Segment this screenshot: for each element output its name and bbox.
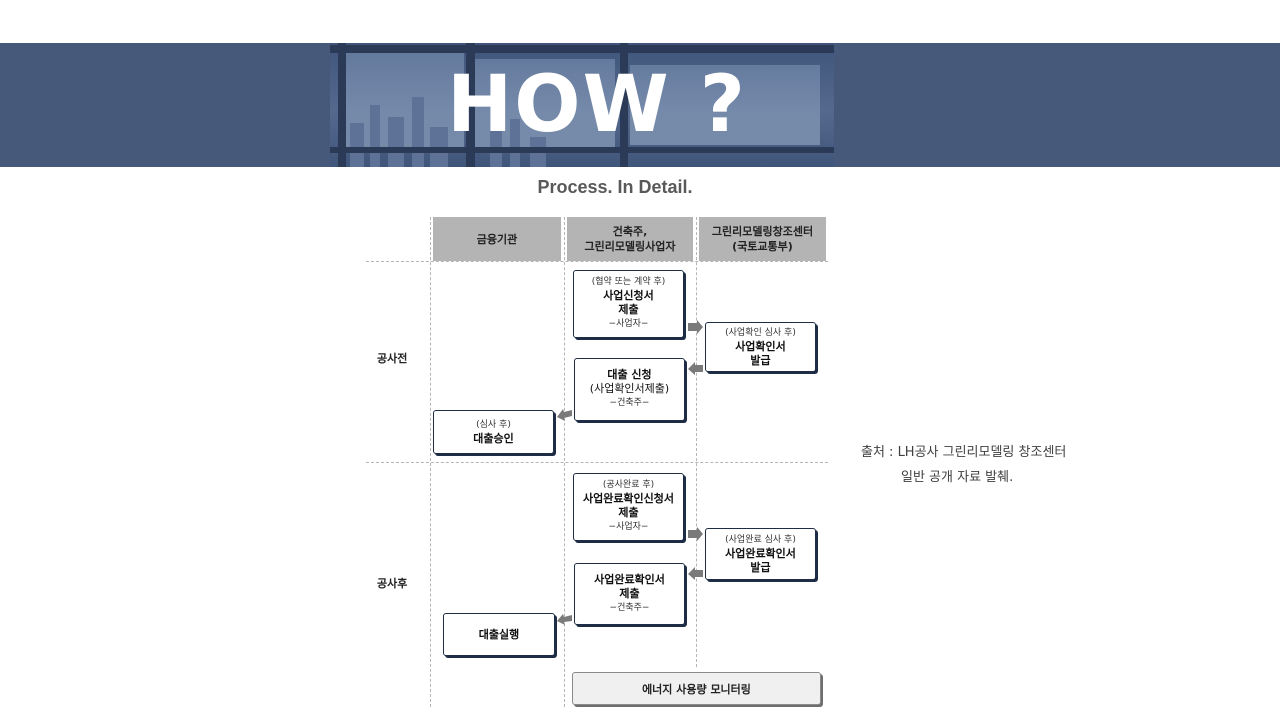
step-role: −건축주− (609, 398, 650, 408)
step-note: (협약 또는 계약 후) (591, 277, 666, 287)
step-note: (사업완료 심사 후) (725, 534, 796, 545)
step-title: 사업완료확인서 (594, 572, 665, 586)
column-header-center: 그린리모델링창조센터 (국토교통부) (699, 217, 826, 261)
source-line: 일반 공개 자료 발췌. (901, 470, 1014, 485)
step-title: 제출 (618, 303, 639, 316)
step-title: 발급 (750, 353, 771, 367)
step-subtitle: (사업확인서제출) (589, 382, 670, 395)
energy-monitoring-bar: 에너지 사용량 모니터링 (572, 672, 821, 705)
column-header-label: 그린리모델링사업자 (584, 240, 676, 253)
step-title: 제출 (619, 586, 640, 600)
page-subtitle: Process. In Detail. (537, 177, 693, 197)
step-completion-issue: (사업완료 심사 후) 사업완료확인서 발급 (705, 528, 816, 580)
step-title: 발급 (750, 560, 771, 574)
step-title: 제출 (618, 506, 639, 519)
step-note: (심사 후) (476, 419, 511, 430)
step-business-application: (협약 또는 계약 후) 사업신청서 제출 −사업자− (573, 270, 684, 338)
step-completion-application: (공사완료 후) 사업완료확인신청서 제출 −사업자− (573, 473, 684, 541)
column-header-financial: 금융기관 (433, 217, 561, 261)
banner-office-photo (330, 43, 834, 167)
step-note: (사업확인 심사 후) (725, 327, 796, 338)
banner-title: HOW ? (446, 60, 748, 150)
column-header-label: 그린리모델링창조센터 (711, 225, 814, 238)
step-loan-application: 대출 신청 (사업확인서제출) −건축주− (574, 358, 685, 421)
step-loan-execution: 대출실행 (443, 613, 555, 656)
step-completion-submit: 사업완료확인서 제출 −건축주− (574, 563, 685, 625)
step-title: 사업확인서 (735, 339, 786, 353)
column-header-label: 금융기관 (476, 232, 518, 246)
column-header-label: (국토교통부) (732, 240, 793, 253)
step-title: 사업완료확인신청서 (582, 492, 675, 505)
source-note: 출처 : LH공사 그린리모델링 창조센터 일반 공개 자료 발췌. (861, 440, 1066, 490)
step-title: 사업신청서 (603, 289, 654, 302)
step-title: 대출 신청 (607, 368, 652, 381)
column-header-owner: 건축주, 그린리모델링사업자 (567, 217, 693, 261)
step-role: −사업자− (608, 319, 649, 329)
step-role: −건축주− (609, 602, 650, 613)
step-confirmation-issue: (사업확인 심사 후) 사업확인서 발급 (705, 322, 816, 372)
step-note: (공사완료 후) (602, 480, 655, 490)
monitor-label: 에너지 사용량 모니터링 (642, 682, 751, 696)
column-header-label: 건축주, (612, 225, 648, 238)
step-title: 대출실행 (478, 627, 520, 641)
step-loan-approval: (심사 후) 대출승인 (433, 410, 554, 454)
row-label-after-construction: 공사후 (377, 577, 408, 590)
step-title: 대출승인 (473, 431, 514, 445)
step-role: −사업자− (608, 522, 649, 532)
row-label-before-construction: 공사전 (377, 352, 408, 365)
header-banner: HOW ? (0, 43, 1280, 167)
source-line: 출처 : LH공사 그린리모델링 창조센터 (861, 445, 1067, 460)
step-title: 사업완료확인서 (725, 546, 796, 560)
grid-line (366, 261, 828, 262)
grid-line (696, 217, 697, 667)
grid-line (366, 462, 828, 463)
